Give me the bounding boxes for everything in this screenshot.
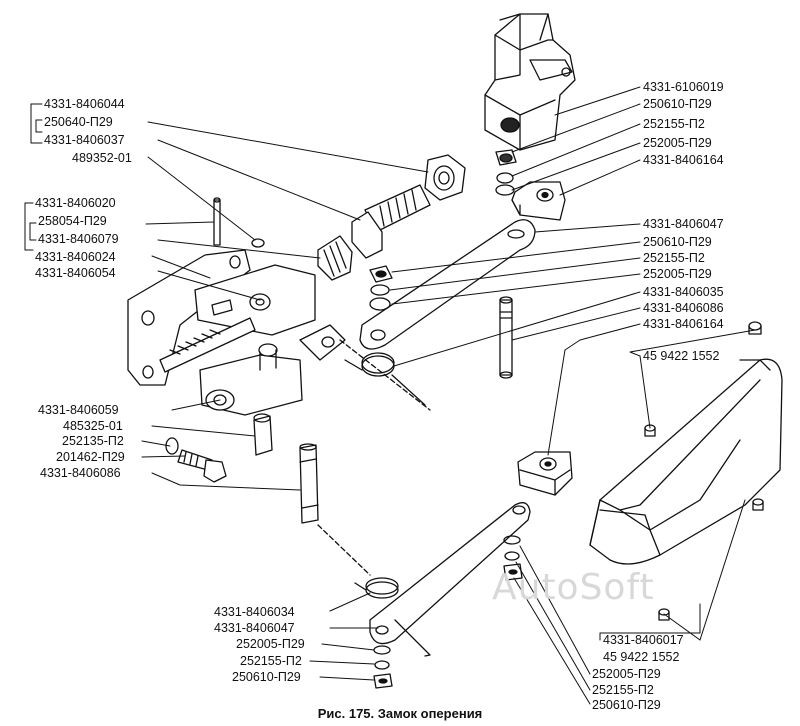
label-r3: 252155-П2 — [643, 117, 705, 131]
lower-right-fasteners — [503, 535, 523, 581]
label-b2: 45 9422 1552 — [603, 650, 680, 664]
label-l1: 4331-8406044 — [44, 97, 125, 111]
label-l4: 489352-01 — [72, 151, 132, 165]
label-r6: 4331-8406047 — [643, 217, 724, 231]
lower-left-fasteners — [373, 645, 393, 689]
stop-block-top — [511, 181, 566, 221]
label-b5: 250610-П29 — [592, 698, 661, 712]
figure-caption: Рис. 175. Замок оперения — [317, 706, 483, 721]
label-r2: 250610-П29 — [643, 97, 712, 111]
label-b4: 252155-П2 — [592, 683, 654, 697]
label-r9: 252005-П29 — [643, 267, 712, 281]
label-l9: 4331-8406054 — [35, 266, 116, 280]
label-l2: 250640-П29 — [44, 115, 113, 129]
upper-link-lever — [359, 219, 536, 350]
label-l3: 4331-8406037 — [44, 133, 125, 147]
label-l7: 4331-8406079 — [38, 232, 119, 246]
label-r10: 4331-8406035 — [643, 285, 724, 299]
screw-right — [752, 498, 764, 511]
label-l11: 485325-01 — [63, 419, 123, 433]
pin-lower-left — [299, 443, 371, 576]
label-l17: 252005-П29 — [236, 637, 305, 651]
label-r4: 252005-П29 — [643, 136, 712, 150]
screw-lower — [658, 608, 670, 621]
clevis-pin — [253, 413, 273, 456]
split-pin — [213, 197, 221, 246]
leader-lines — [24, 86, 756, 705]
label-r12: 4331-8406164 — [643, 317, 724, 331]
label-l12: 252135-П2 — [62, 434, 124, 448]
lock-body-assembly — [127, 249, 431, 416]
label-l18: 252155-П2 — [240, 654, 302, 668]
knurled-knob — [317, 235, 353, 281]
label-l15: 4331-8406034 — [214, 605, 295, 619]
label-b1: 4331-8406017 — [603, 633, 684, 647]
label-r5: 4331-8406164 — [643, 153, 724, 167]
label-l14: 4331-8406086 — [40, 466, 121, 480]
label-r13: 45 9422 1552 — [643, 349, 720, 363]
label-l6: 258054-П29 — [38, 214, 107, 228]
label-l16: 4331-8406047 — [214, 621, 295, 635]
screw-upper — [748, 321, 762, 335]
threaded-stud — [351, 184, 431, 259]
large-hex-nut — [424, 154, 466, 201]
torsion-spring-lower — [354, 577, 399, 599]
label-l10: 4331-8406059 — [38, 403, 119, 417]
label-l5: 4331-8406020 — [35, 196, 116, 210]
stop-block-middle — [517, 451, 573, 496]
top-bracket-part — [484, 13, 576, 151]
label-b3: 252005-П29 — [592, 667, 661, 681]
label-l13: 201462-П29 — [56, 450, 125, 464]
label-l8: 4331-8406024 — [35, 250, 116, 264]
label-r1: 4331-6106019 — [643, 80, 724, 94]
label-r7: 250610-П29 — [643, 235, 712, 249]
upper-lever-fasteners — [369, 265, 393, 311]
label-r11: 4331-8406086 — [643, 301, 724, 315]
pin-upper — [499, 296, 513, 379]
label-l19: 250610-П29 — [232, 670, 301, 684]
small-washer — [251, 238, 265, 248]
watermark: AutoSoft — [492, 567, 655, 608]
label-r8: 252155-П2 — [643, 251, 705, 265]
hook-housing-part — [589, 358, 783, 565]
top-nut-washer-set — [495, 149, 517, 196]
bolt-with-washer — [165, 437, 227, 483]
lower-link-lever — [369, 502, 531, 657]
